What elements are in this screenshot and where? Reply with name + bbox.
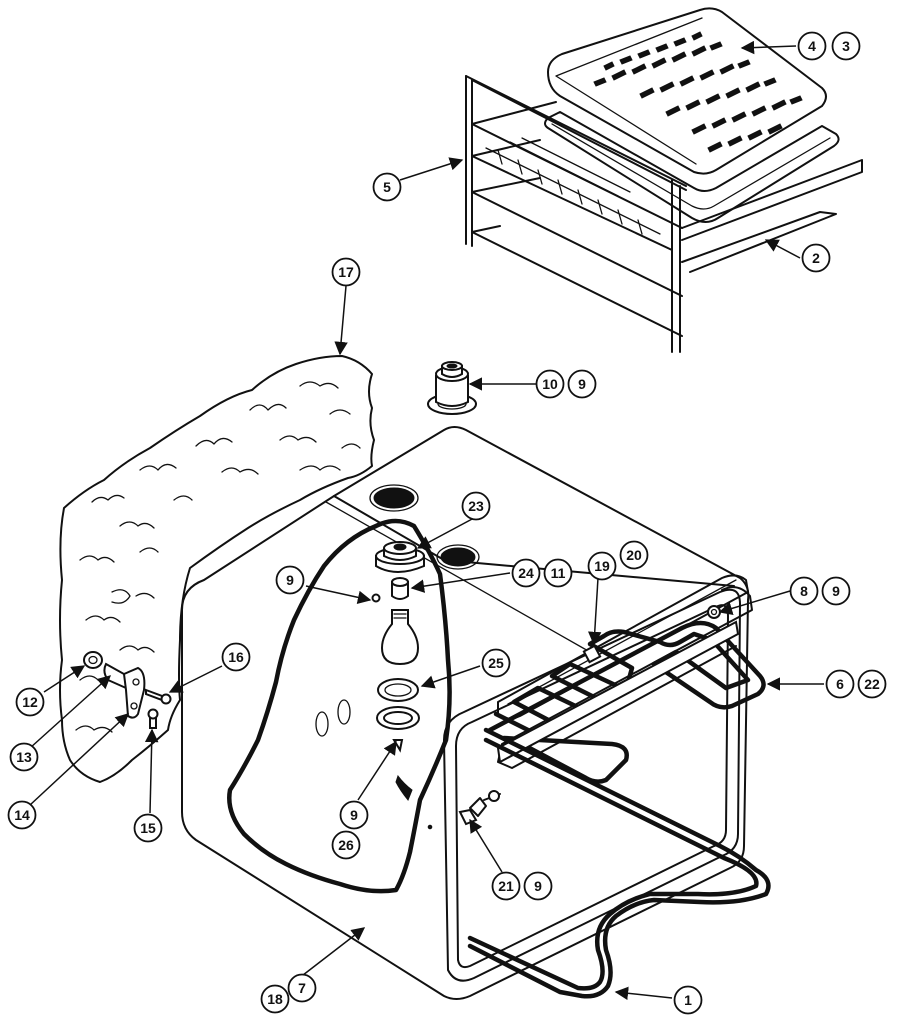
callout-6-label: 6 (836, 676, 844, 692)
callout-9-light-bottom: 9 (339, 800, 369, 830)
callout-20: 20 (619, 540, 649, 570)
callout-10-label: 10 (542, 376, 558, 392)
callout-25: 25 (481, 648, 511, 678)
callout-15-label: 15 (140, 820, 156, 836)
callout-11-label: 11 (551, 565, 566, 581)
callout-5: 5 (372, 172, 402, 202)
callout-7: 7 (287, 973, 317, 1003)
oven-liner (181, 426, 750, 1000)
callout-14-label: 14 (14, 807, 30, 823)
callout-24: 24 (511, 558, 541, 588)
callout-18-label: 18 (267, 991, 283, 1007)
callout-2-label: 2 (812, 250, 820, 266)
callout-26-label: 26 (338, 837, 354, 853)
callout-2: 2 (801, 243, 831, 273)
callout-26: 26 (331, 830, 361, 860)
callout-3: 3 (831, 31, 861, 61)
insulation-blanket (59, 355, 375, 783)
callout-12-label: 12 (22, 694, 38, 710)
broiler-pan-insert (547, 7, 827, 175)
hinge-assembly (83, 651, 172, 729)
callout-16-label: 16 (228, 649, 244, 665)
callout-16: 16 (221, 642, 251, 672)
broiler-pan (544, 111, 840, 223)
callout-9-light-bottom-label: 9 (350, 807, 358, 823)
callout-1-label: 1 (684, 992, 692, 1008)
callout-14: 14 (7, 800, 37, 830)
callout-5-label: 5 (383, 179, 391, 195)
callout-13: 13 (9, 742, 39, 772)
callout-9-clip: 9 (523, 871, 553, 901)
callout-23: 23 (461, 491, 491, 521)
light-socket-assembly (371, 541, 425, 801)
callout-21: 21 (491, 871, 521, 901)
vent-collar (427, 361, 477, 415)
callout-18: 18 (260, 984, 290, 1014)
callout-8-label: 8 (800, 583, 808, 599)
callout-19: 19 (587, 551, 617, 581)
callout-22-label: 22 (864, 676, 880, 692)
callout-4-label: 4 (808, 38, 816, 54)
callout-11: 11 (543, 558, 573, 588)
callout-9-vent-label: 9 (578, 376, 586, 392)
broil-element (487, 586, 766, 784)
callout-19-label: 19 (594, 558, 610, 574)
callout-24-label: 24 (518, 565, 534, 581)
callout-22: 22 (857, 669, 887, 699)
callout-9-clip-label: 9 (534, 878, 542, 894)
callout-15: 15 (133, 813, 163, 843)
callout-9-bracket-label: 9 (832, 583, 840, 599)
callout-3-label: 3 (842, 38, 850, 54)
callout-10: 10 (535, 369, 565, 399)
callout-4: 4 (797, 31, 827, 61)
oven-racks (465, 75, 863, 353)
callout-9-bracket: 9 (821, 576, 851, 606)
callout-9-light-top: 9 (275, 565, 305, 595)
callout-17-label: 17 (338, 264, 354, 280)
element-bracket (707, 605, 721, 619)
callout-9-light-top-label: 9 (286, 572, 294, 588)
callout-21-label: 21 (498, 878, 514, 894)
light-insulation-outline (227, 518, 452, 894)
broil-element-channel (497, 574, 749, 720)
callout-leaders (29, 40, 824, 1001)
bake-element (467, 727, 771, 999)
callout-20-label: 20 (626, 547, 642, 563)
callout-13-label: 13 (16, 749, 32, 765)
callout-1: 1 (673, 985, 703, 1015)
callout-8: 8 (789, 576, 819, 606)
callout-6: 6 (825, 669, 855, 699)
callout-9-vent: 9 (567, 369, 597, 399)
callout-12: 12 (15, 687, 45, 717)
callout-23-label: 23 (468, 498, 484, 514)
callout-17: 17 (331, 257, 361, 287)
callout-25-label: 25 (488, 655, 504, 671)
callout-7-label: 7 (298, 980, 306, 996)
